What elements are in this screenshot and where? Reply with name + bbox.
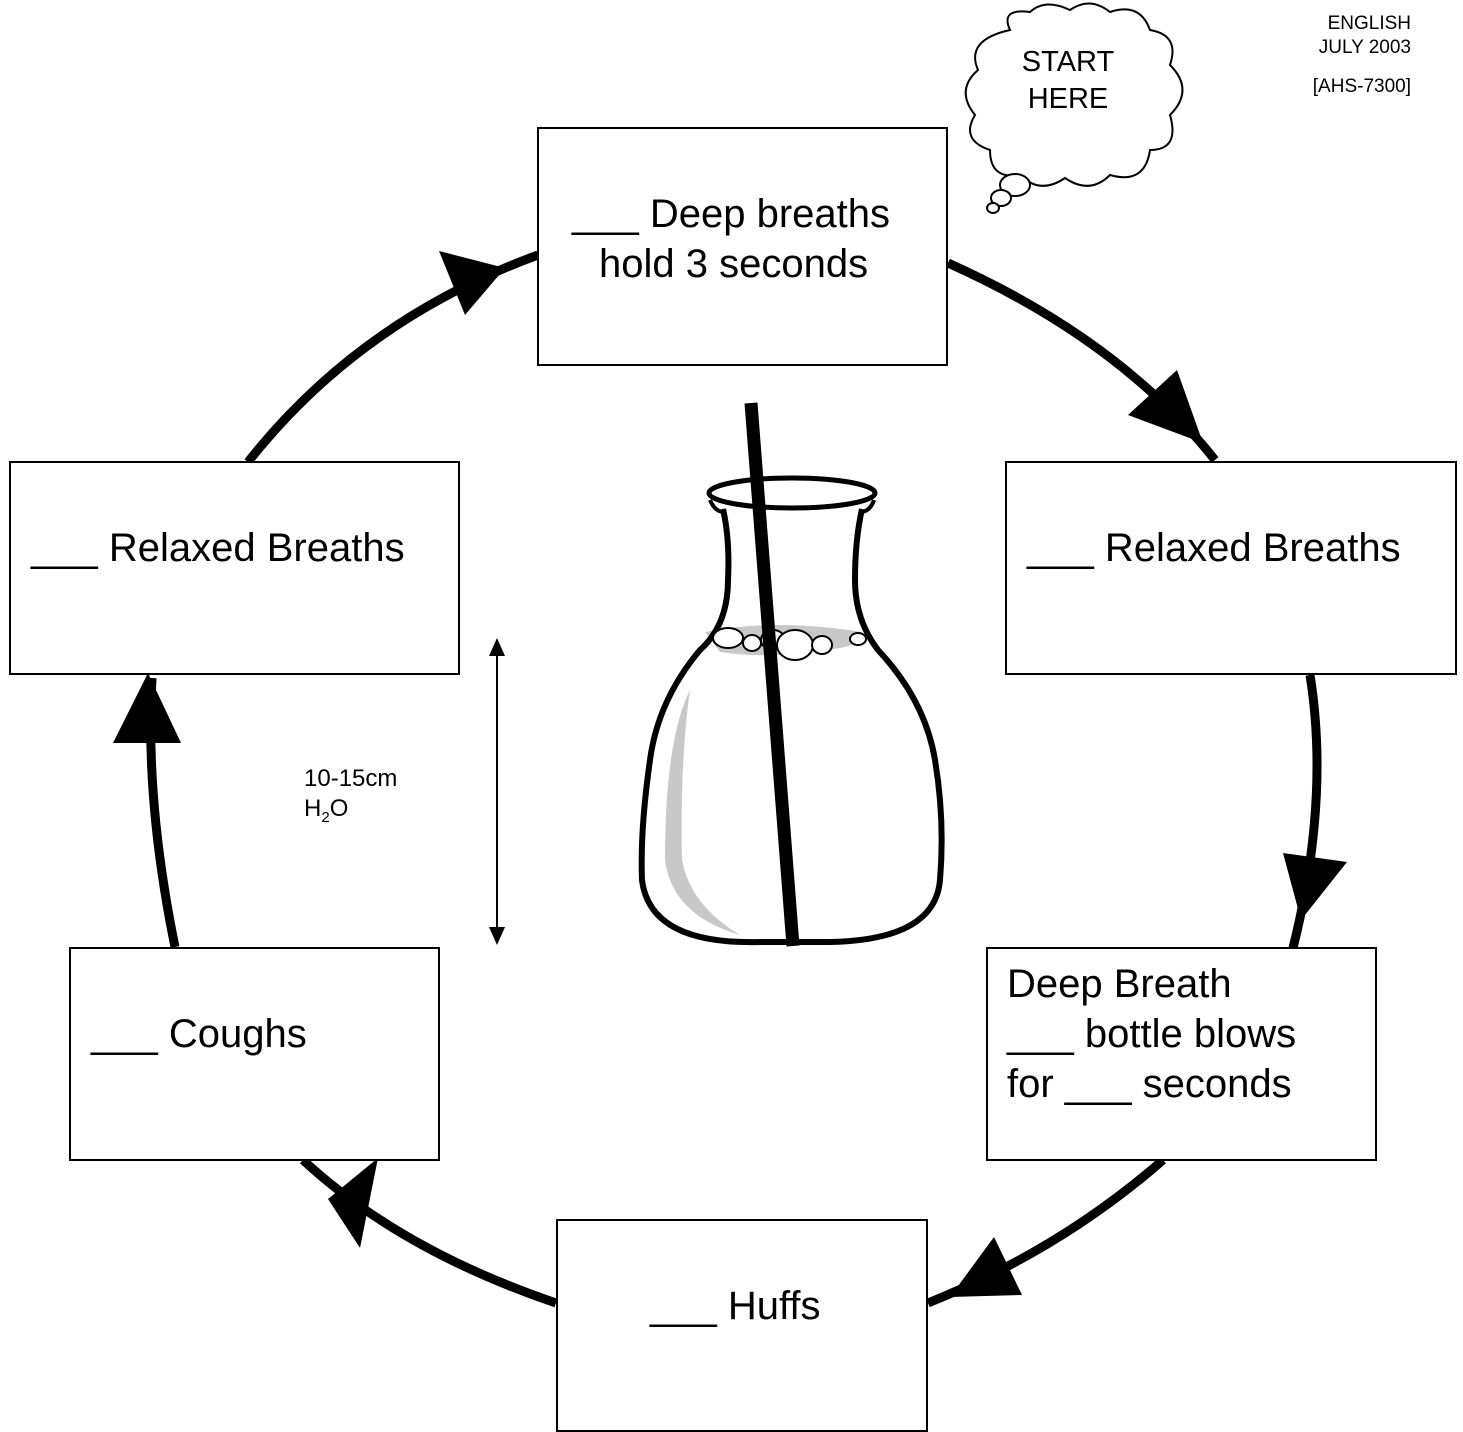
- start-line: START: [1021, 46, 1115, 78]
- cloud-dot-2: [990, 189, 1012, 207]
- arrowhead-top-right: [1128, 370, 1203, 443]
- step-huffs: ___ Huffs: [556, 1219, 928, 1432]
- arc-huffs-to-coughs: [299, 1156, 558, 1308]
- bubbles: [712, 627, 867, 661]
- measurement-unit: H2O: [304, 795, 349, 826]
- deep-breaths-line2: hold 3 seconds: [599, 242, 869, 286]
- cloud-shape: [964, 2, 1184, 187]
- relaxed-right-label: ___ Relaxed Breaths: [1027, 526, 1401, 570]
- step-coughs: ___ Coughs: [69, 947, 440, 1161]
- arrowhead-bottom-right: [950, 1237, 1022, 1297]
- step-bottle-blows: Deep Breath ___ bottle blows for ___ sec…: [986, 947, 1377, 1161]
- bottle-blows-line2: ___ bottle blows: [1007, 1012, 1297, 1056]
- arrowhead-bottom-left: [328, 1158, 378, 1248]
- arrowhead-top-left: [439, 251, 505, 315]
- form-code: [AHS-7300]: [1312, 76, 1411, 97]
- step-deep-breaths: ___ Deep breaths hold 3 seconds: [537, 127, 948, 366]
- start-thought-bubble: [964, 2, 1184, 214]
- arrowhead-right: [1283, 853, 1347, 920]
- coughs-label: ___ Coughs: [91, 1012, 307, 1056]
- deep-breaths-line1: ___ Deep breaths: [572, 192, 891, 236]
- bottle-icon: [638, 402, 945, 947]
- here-line: HERE: [1027, 83, 1109, 115]
- cloud-dot-3: [986, 202, 1000, 214]
- bottle-neck-left: [708, 499, 725, 514]
- step-relaxed-breaths-left: ___ Relaxed Breaths: [9, 461, 460, 675]
- pressure-measurement-label: 10-15cm H2O: [304, 764, 397, 833]
- step-relaxed-breaths-right: ___ Relaxed Breaths: [1005, 461, 1457, 675]
- header-language: ENGLISH: [1327, 13, 1411, 34]
- bottle-blows-line3: for ___ seconds: [1007, 1062, 1292, 1106]
- cloud-dot-1: [999, 173, 1031, 197]
- bottle-blows-line1: Deep Breath: [1007, 962, 1232, 1006]
- bottle-reflection: [665, 690, 740, 935]
- arrowheads: [113, 251, 1347, 1297]
- straw: [744, 402, 800, 947]
- header-date: JULY 2003: [1318, 37, 1411, 58]
- relaxed-left-label: ___ Relaxed Breaths: [31, 526, 405, 570]
- arc-left-to-top: [244, 250, 540, 465]
- arrowhead-left: [113, 673, 181, 743]
- bottle-rim: [706, 475, 878, 511]
- measurement-arrow: [489, 638, 505, 945]
- measurement-range: 10-15cm: [304, 765, 398, 792]
- bottle-neck-right: [859, 499, 876, 514]
- huffs-label: ___ Huffs: [650, 1284, 821, 1328]
- start-here-label: START HERE: [1005, 44, 1131, 118]
